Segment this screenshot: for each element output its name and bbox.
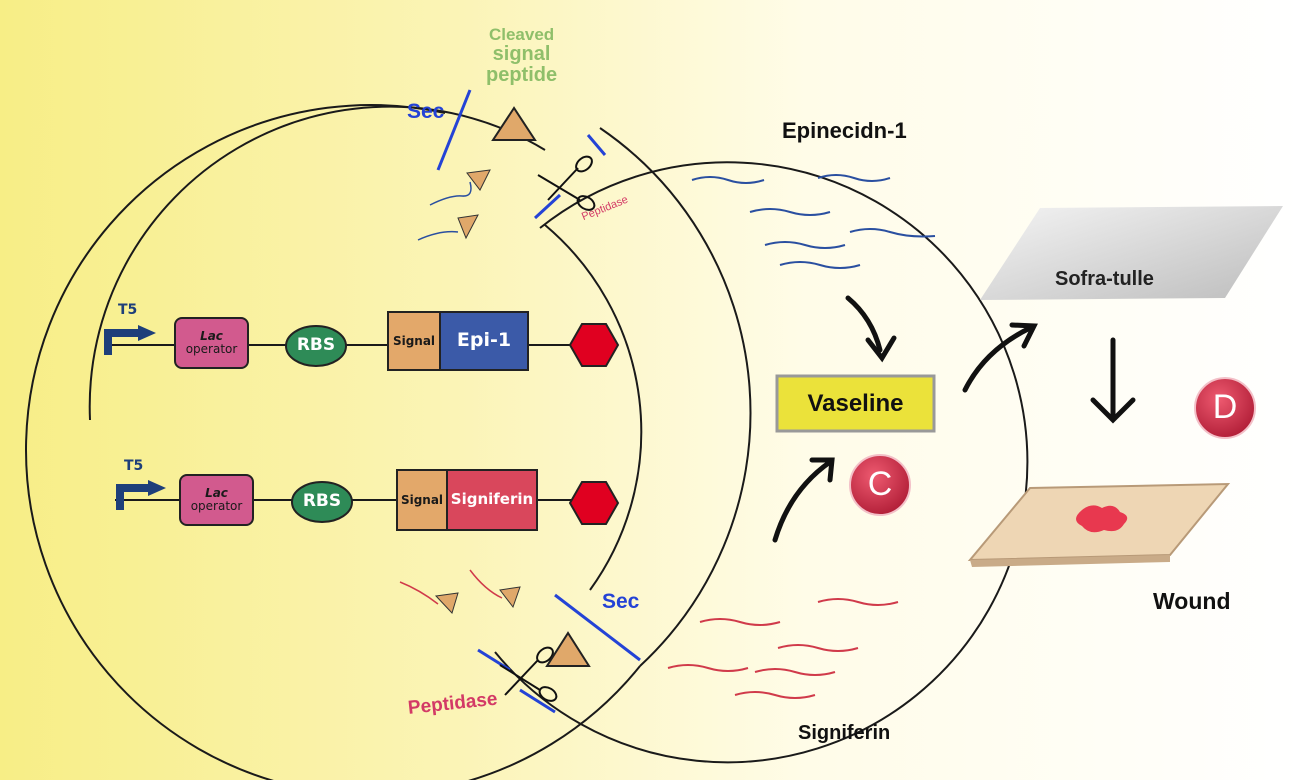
promoter-label-2: T5 xyxy=(124,458,144,474)
lac-operator-2: Lac operator xyxy=(180,475,253,525)
signal-line: signal xyxy=(492,42,551,65)
peptide-small-1 xyxy=(466,169,491,191)
peptidase-bar-top-1 xyxy=(586,134,607,156)
sec-translocon-top xyxy=(436,89,472,171)
scissors-icon-bottom xyxy=(499,646,558,702)
step-c-label: C xyxy=(867,465,893,504)
construct-epi1 xyxy=(104,311,620,371)
sec-label-bottom: Sec xyxy=(602,590,640,613)
peptide-small-4 xyxy=(499,586,521,609)
outer-membrane xyxy=(25,103,641,780)
sec-translocon-bottom xyxy=(554,593,641,662)
peptidase-bar-top-2 xyxy=(533,193,562,220)
sec-label-top: Sec xyxy=(407,100,445,123)
lac-label-2: Lac xyxy=(205,486,228,501)
wound-label: Wound xyxy=(1153,588,1231,614)
gene-box-epi1: Epi-1 xyxy=(456,329,512,352)
sofra-tulle-label: Sofra-tulle xyxy=(1055,268,1154,290)
peptide-tail-3 xyxy=(399,581,439,605)
signal-box-1: Signal xyxy=(392,333,436,348)
peptide-small-2 xyxy=(457,214,479,240)
vaseline-label: Vaseline xyxy=(807,389,904,417)
vaseline-box xyxy=(775,374,936,433)
inner-membrane xyxy=(494,161,1029,764)
promoter-arrow-icon-2 xyxy=(116,484,150,510)
outer-membrane-right xyxy=(599,127,752,667)
flow-arrows xyxy=(772,295,1136,543)
peptide-tail-2 xyxy=(417,230,459,241)
peptidase-bar-bottom-2 xyxy=(519,688,556,714)
signiferin-label: Signiferin xyxy=(798,722,891,744)
step-d-label: D xyxy=(1212,388,1238,427)
scissors-icon-top xyxy=(537,155,596,211)
cleaved-signal-peptide-label: Cleaved signal peptide xyxy=(486,26,557,86)
arrow-signiferin-to-vaseline xyxy=(772,459,833,543)
promoter-label-1: T5 xyxy=(118,302,138,318)
signiferin-waves xyxy=(667,598,899,699)
inner-membrane-top-left xyxy=(88,105,546,421)
inner-membrane-right xyxy=(544,224,643,591)
lac-label: Lac xyxy=(200,329,223,344)
step-d-badge xyxy=(1194,377,1256,439)
cleaved-peptide-bottom xyxy=(545,631,591,667)
arrow-vaseline-to-tulle xyxy=(962,325,1033,393)
peptide-tail-4 xyxy=(469,569,503,599)
rbs-2: RBS xyxy=(302,491,342,512)
peptide-tail-1 xyxy=(429,181,472,206)
operator-label-2: operator xyxy=(190,499,243,513)
peptidase-bar-bottom-1 xyxy=(477,648,511,672)
epinecidin-waves xyxy=(691,174,936,269)
construct-signiferin xyxy=(115,469,620,531)
cleaved-peptide-top xyxy=(491,106,537,141)
rbs-1: RBS xyxy=(296,335,336,356)
peptide-line: peptide xyxy=(486,63,558,86)
signal-box-2: Signal xyxy=(400,492,444,507)
lac-operator-1: Lac operator xyxy=(175,318,248,368)
epinecidin-label: Epinecidn-1 xyxy=(782,118,907,143)
wound-dressing xyxy=(967,482,1231,567)
operator-label: operator xyxy=(185,342,238,356)
arrow-epinecidin-to-vaseline xyxy=(845,295,883,353)
peptide-small-3 xyxy=(434,592,459,614)
promoter-arrow-icon xyxy=(104,329,140,355)
sofra-tulle-gauze xyxy=(980,206,1283,300)
cleaved-line: Cleaved xyxy=(488,25,555,44)
step-c-badge xyxy=(849,454,911,516)
gene-box-signiferin: Signiferin xyxy=(450,490,534,509)
wound-mark xyxy=(1076,505,1128,533)
